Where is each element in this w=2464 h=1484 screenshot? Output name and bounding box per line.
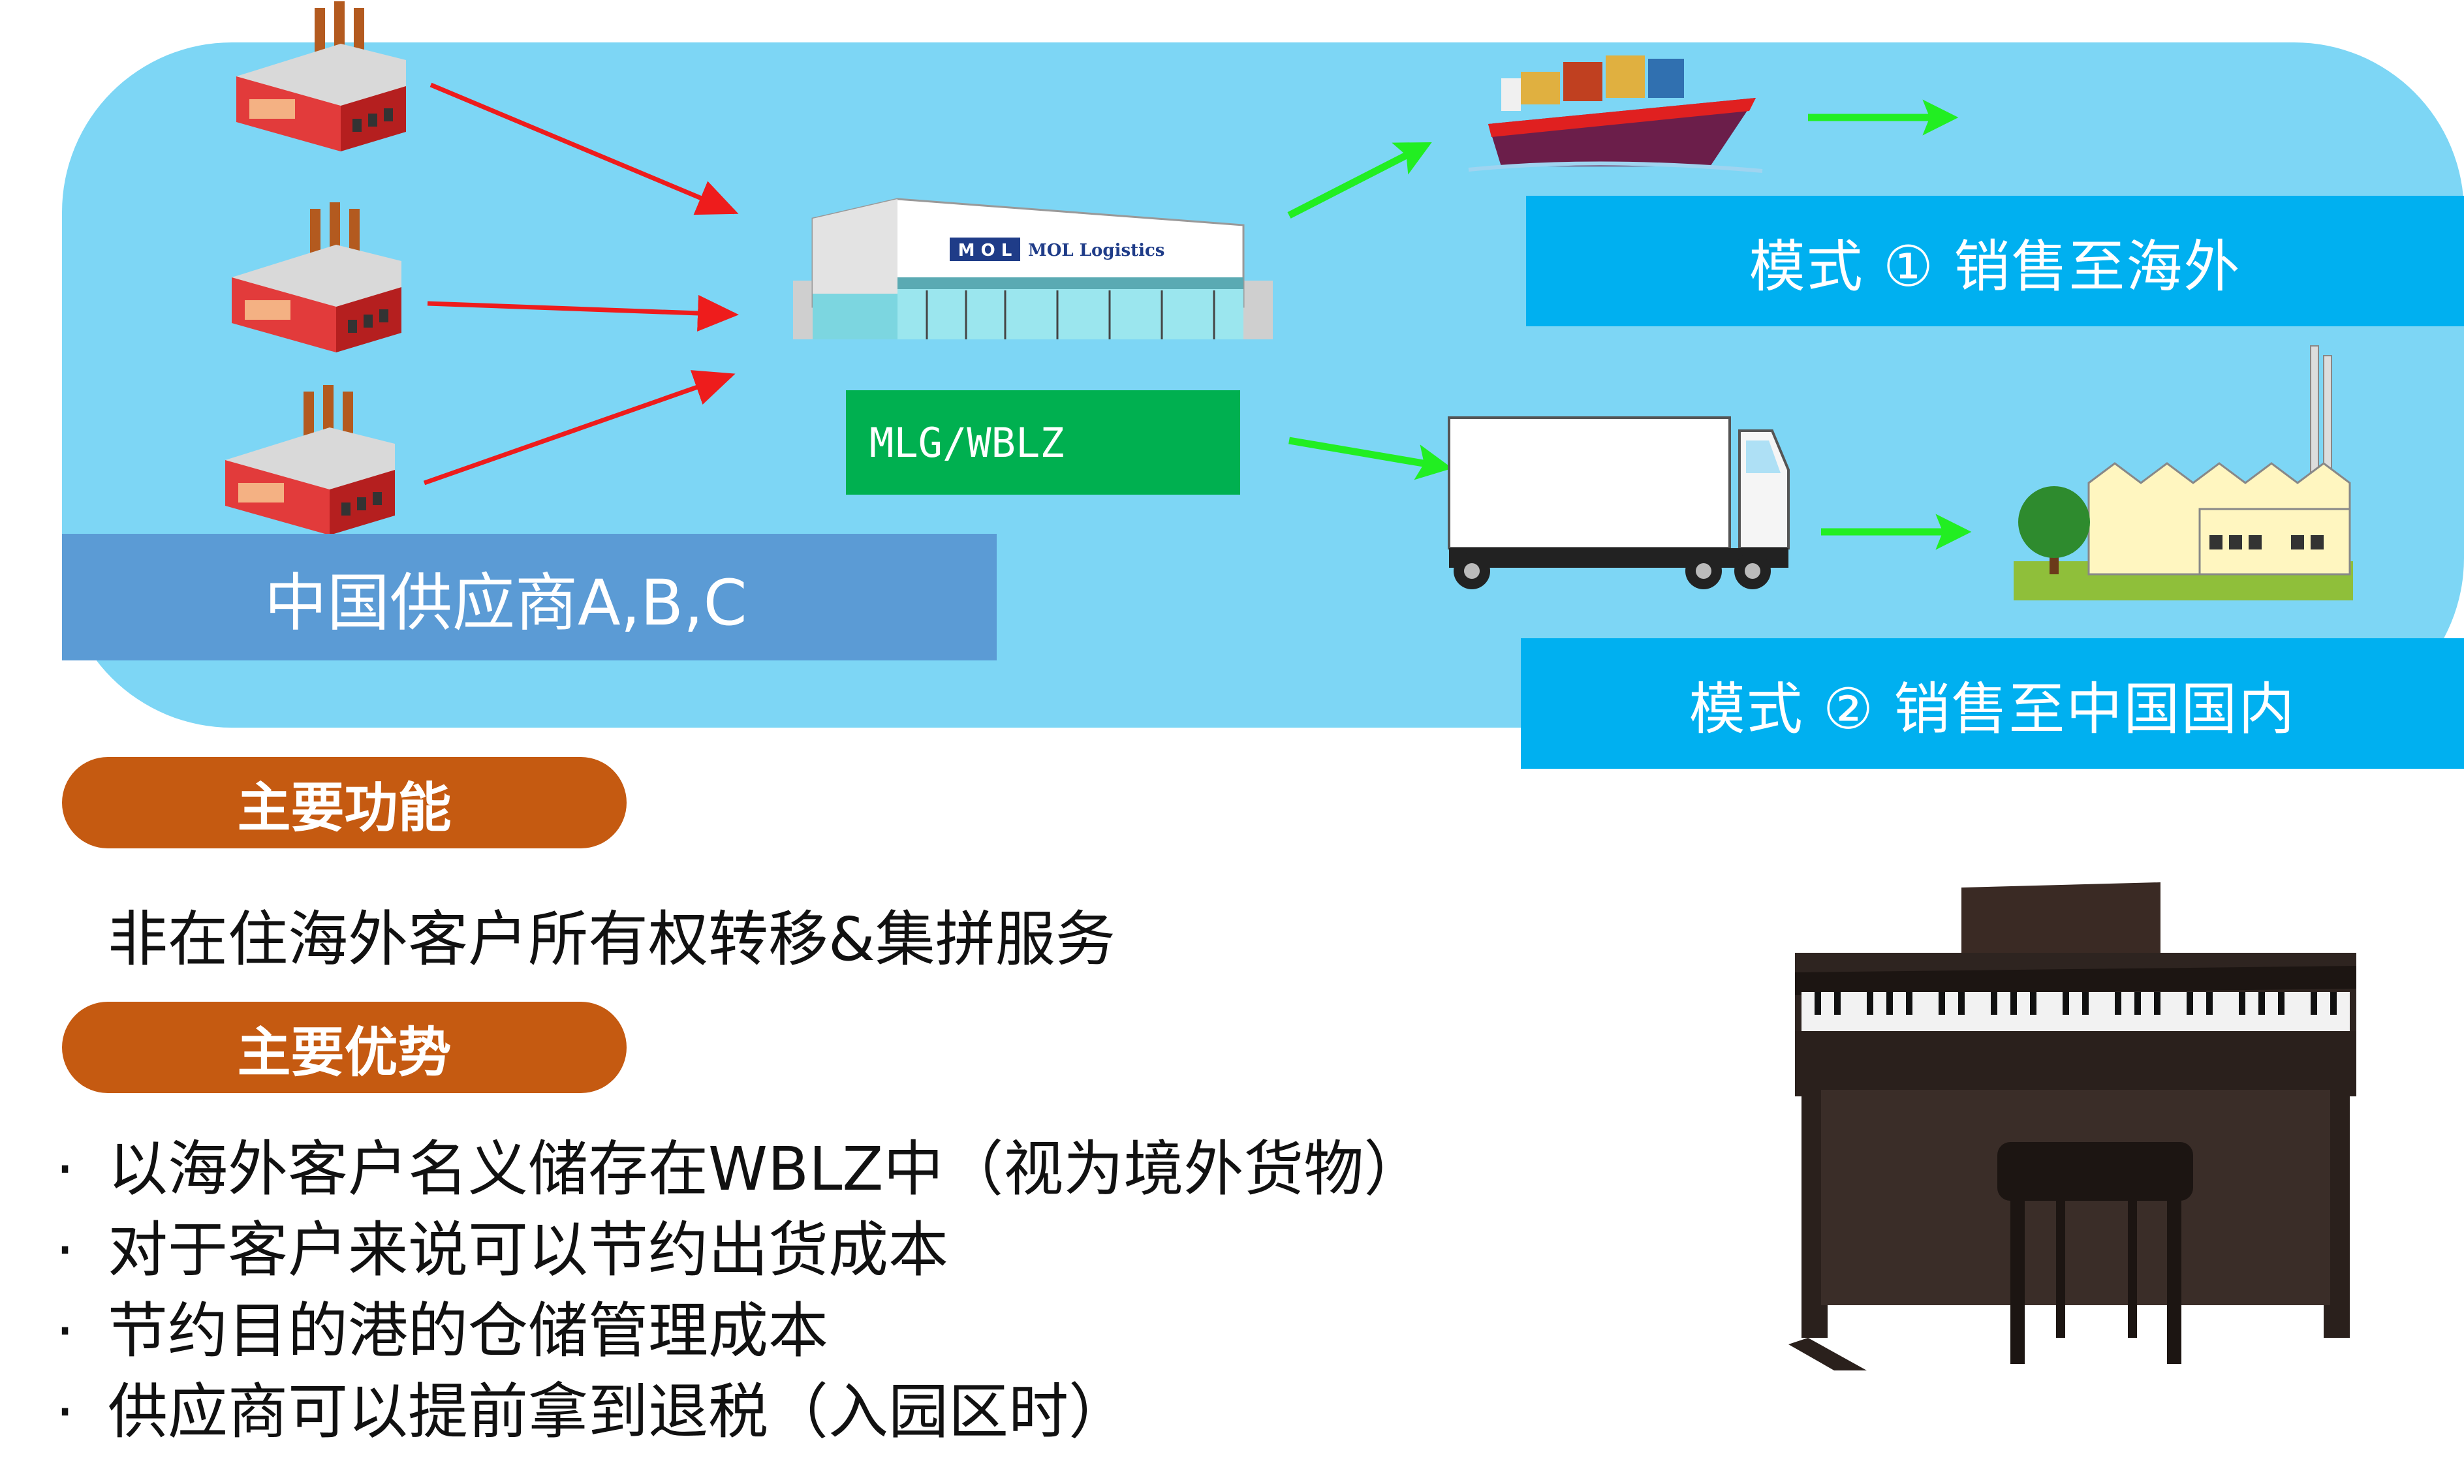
factory-icon: [232, 202, 401, 352]
inbound-arrow: [429, 82, 739, 215]
svg-text:MOL Logistics: MOL Logistics: [1028, 241, 1164, 260]
inbound-arrow: [423, 370, 736, 486]
list-item: ·对于客户来说可以节约出货成本: [55, 1215, 949, 1285]
list-item: ·节约目的港的仓储管理成本: [55, 1296, 829, 1366]
truck-icon: [1448, 416, 1790, 589]
mode-1-label: 模式 ① 销售至海外: [1526, 196, 2464, 326]
advantages-list: ·以海外客户名义储存在WBLZ中（视为境外货物） ·对于客户来说可以节约出货成本…: [55, 1129, 1424, 1453]
list-item: ·供应商可以提前拿到退税（入园区时）: [55, 1377, 1129, 1447]
piano-image: [1704, 868, 2395, 1390]
warehouse-label: MLG/WBLZ: [846, 390, 1240, 495]
list-item: ·以海外客户名义储存在WBLZ中（视为境外货物）: [55, 1134, 1424, 1204]
destination-factory-icon: [2014, 345, 2353, 600]
inbound-arrow: [427, 294, 739, 332]
factory-icon: [236, 1, 406, 151]
warehouse-icon: M O L MOL Logistics: [793, 198, 1273, 339]
outbound-arrow: [1287, 142, 1432, 219]
functions-description: 非在住海外客户所有权转移&集拼服务: [108, 904, 1115, 974]
outbound-arrow: [1288, 437, 1453, 480]
mode-2-label: 模式 ② 销售至中国国内: [1521, 638, 2464, 769]
advantages-heading: 主要优势: [62, 1002, 627, 1093]
flow-diagram: M O L MOL Logistics: [225, 1, 2353, 600]
cargo-ship-icon: [1468, 55, 1763, 173]
factory-icon: [225, 385, 395, 535]
svg-text:M O L: M O L: [958, 241, 1012, 260]
tree-icon: [2018, 486, 2090, 574]
suppliers-label: 中国供应商A,B,C: [62, 534, 997, 660]
functions-heading: 主要功能: [62, 757, 627, 848]
